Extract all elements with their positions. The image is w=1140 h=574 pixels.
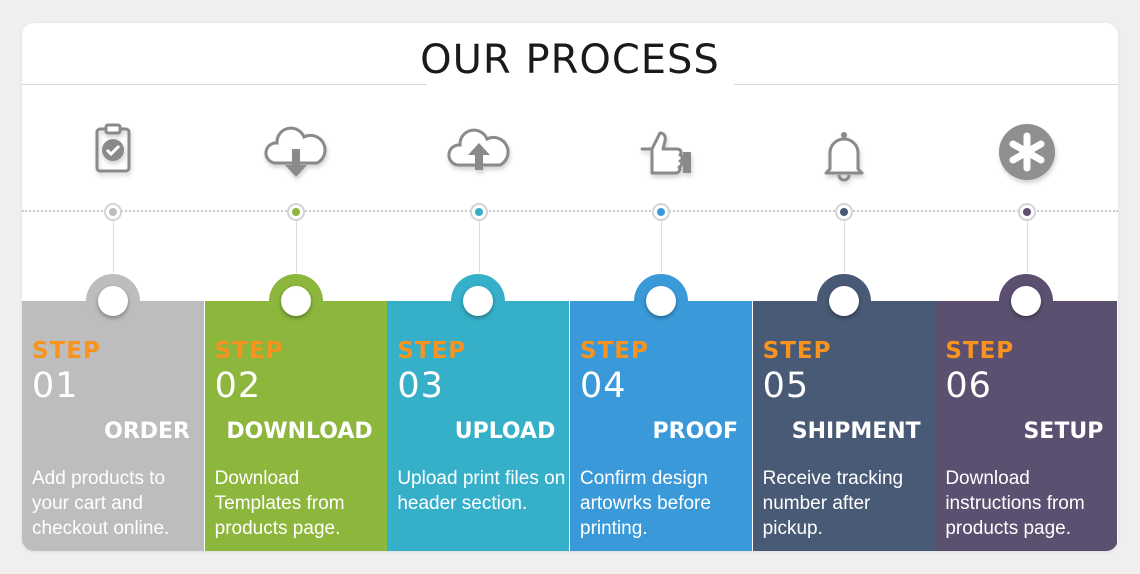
step-label: STEP — [762, 338, 832, 364]
step-number: 06 — [945, 366, 992, 406]
timeline-connector — [113, 221, 115, 273]
step-number: 04 — [580, 366, 627, 406]
step-name: SHIPMENT — [791, 419, 921, 444]
step-description: Download Templates from products page. — [214, 468, 345, 539]
thumbs-up-icon — [626, 119, 696, 189]
timeline-node — [469, 203, 488, 221]
asterisk-icon — [992, 119, 1062, 189]
step-description: Add products to your cart and checkout o… — [32, 468, 170, 539]
step-name: DOWNLOAD — [226, 419, 373, 444]
panel-tab-hole — [98, 286, 128, 316]
title-rule-left — [22, 84, 427, 85]
panel-tab-hole — [646, 286, 676, 316]
panel-tab-hole — [463, 286, 494, 316]
step-label: STEP — [397, 338, 467, 364]
step-label: STEP — [580, 338, 649, 364]
step-description: Confirm design artowrks before printing. — [580, 468, 711, 539]
page-title: OUR PROCESS — [22, 37, 1118, 83]
cloud-download-icon — [261, 119, 331, 189]
step-description: Download instructions from products page… — [945, 468, 1085, 539]
panel-tab-hole — [828, 286, 859, 316]
timeline-connector — [1026, 221, 1028, 273]
timeline-node — [834, 203, 853, 221]
step-label: STEP — [32, 338, 101, 364]
panel-tab-hole — [280, 286, 311, 316]
timeline-node — [652, 203, 671, 221]
timeline-connector — [843, 221, 845, 273]
step-name: UPLOAD — [454, 419, 556, 444]
bell-icon — [809, 119, 879, 189]
step-name: PROOF — [652, 419, 739, 444]
step-number: 05 — [762, 366, 810, 406]
step-name: ORDER — [104, 419, 190, 444]
cloud-upload-icon — [444, 119, 514, 189]
page-title-text: OUR PROCESS — [410, 37, 730, 83]
step-description: Receive tracking number after pickup. — [762, 468, 904, 539]
timeline-node — [1017, 203, 1036, 221]
step-number: 03 — [397, 366, 444, 406]
timeline-connector — [661, 221, 663, 273]
timeline-dotted-line — [22, 210, 1118, 212]
panel-tab-hole — [1011, 286, 1042, 316]
step-name: SETUP — [1023, 419, 1104, 444]
timeline-connector — [478, 221, 480, 273]
timeline-node — [104, 203, 123, 221]
step-label: STEP — [214, 338, 284, 364]
timeline-node — [286, 203, 305, 221]
timeline-connector — [295, 221, 297, 273]
step-label: STEP — [945, 338, 1015, 364]
step-description: Upload print files on header section. — [397, 468, 566, 514]
title-rule-right — [734, 84, 1118, 85]
clipboard-check-icon — [78, 119, 148, 189]
step-number: 01 — [32, 366, 79, 406]
step-number: 02 — [214, 366, 262, 406]
